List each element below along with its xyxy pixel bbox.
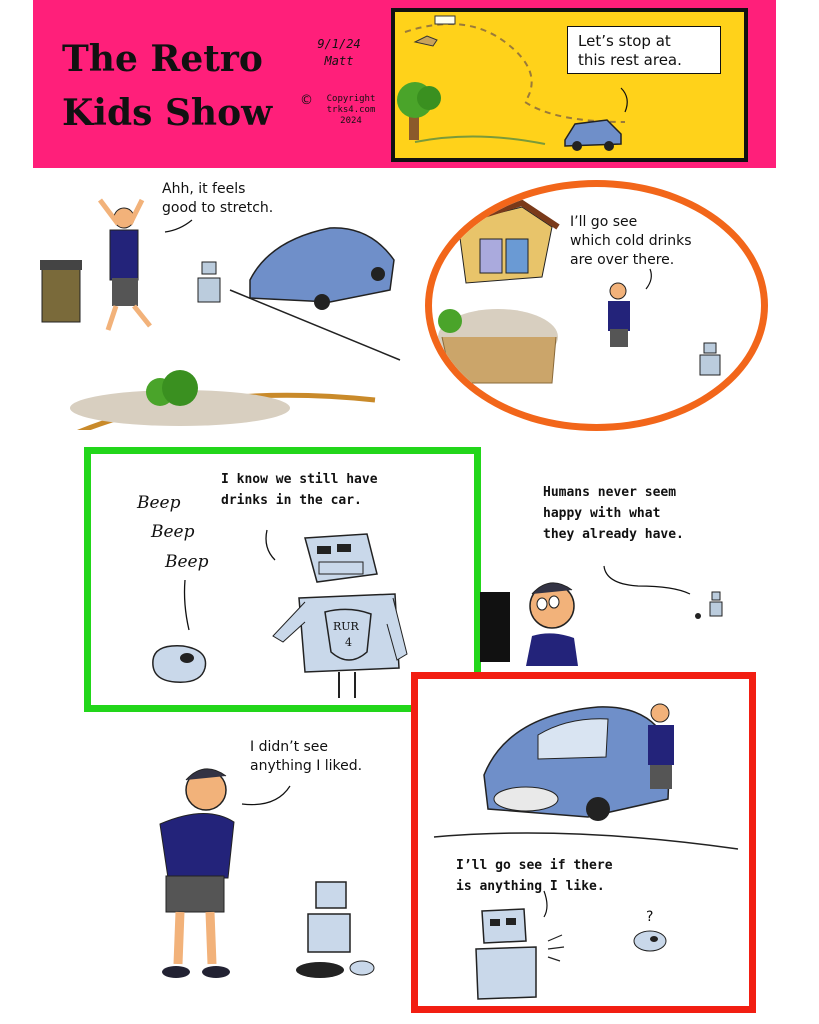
speech-line3: are over there. (570, 252, 675, 268)
speech-line1: I’ll go see if there (456, 858, 613, 873)
panel-7-speech: I’ll go see if there is anything I like. (456, 855, 696, 897)
panel-3-drawing (438, 199, 721, 384)
show-title: The Retro Kids Show (62, 32, 302, 140)
panel-6-drawing (159, 768, 375, 978)
speech-line1: I’ll go see (570, 214, 638, 230)
panel-1-rest-area: Let’s stop at this rest area. (391, 8, 748, 162)
thought-line3: they already have. (543, 527, 684, 542)
car-icon (249, 227, 395, 310)
speech-line1: Ahh, it feels (162, 181, 246, 197)
robot-vacuum-icon (633, 930, 667, 952)
speech-line2: is anything I like. (456, 879, 605, 894)
show-title-line2: Kids Show (62, 92, 273, 134)
robot-vacuum-icon (152, 645, 207, 683)
panel-2-speech: Ahh, it feels good to stretch. (162, 180, 322, 218)
caption-line2: this rest area. (578, 51, 682, 69)
copyright-symbol: © (300, 93, 313, 108)
beep-1: Beep (137, 493, 181, 513)
speech-line2: which cold drinks (570, 233, 692, 249)
thought-line1: Humans never seem (543, 485, 677, 500)
date: 9/1/24 (317, 37, 361, 51)
panel-2-drawing (40, 198, 401, 430)
panel-1-drawing (397, 15, 628, 151)
panel-1-caption: Let’s stop at this rest area. (567, 26, 721, 74)
copyright-line2: trks4.com (326, 105, 376, 115)
date-author: 9/1/24 Matt (304, 36, 374, 70)
speech-line1: I didn’t see (250, 739, 329, 755)
shield-text: RUR (333, 620, 359, 633)
beep-3: Beep (165, 552, 209, 572)
man-talking (608, 282, 630, 347)
robot-tiny (709, 591, 723, 617)
copyright-line3: 2024 (340, 116, 362, 126)
car-icon (564, 119, 622, 151)
panel-3-oval: I’ll go see which cold drinks are over t… (425, 180, 768, 431)
speech-line2: drinks in the car. (221, 493, 362, 508)
author: Matt (324, 54, 354, 68)
show-title-line1: The Retro (62, 38, 263, 80)
thought-line2: happy with what (543, 506, 661, 521)
man-thinking (526, 582, 578, 666)
panel-7-car: I’ll go see if there is anything I like.… (411, 672, 756, 1013)
panel-4-drawing (152, 529, 408, 698)
copyright-line1: Copyright (326, 94, 376, 104)
robot-large (475, 908, 537, 1000)
caption-line1: Let’s stop at (578, 32, 671, 50)
panel-5-drawing (480, 565, 723, 666)
speech-line2: anything I liked. (250, 758, 363, 774)
panel-5-thought: Humans never seem happy with what they a… (543, 482, 783, 545)
question-mark: ? (646, 909, 654, 925)
robot-vacuum-icon (349, 960, 375, 976)
panel-4-speech: I know we still have drinks in the car. (221, 469, 471, 511)
man-stretching (98, 198, 152, 331)
shield-number: 4 (345, 636, 352, 649)
beep-2: Beep (151, 522, 195, 542)
robot-small (296, 881, 351, 978)
robot-small (197, 261, 221, 303)
speech-line2: good to stretch. (162, 200, 274, 216)
man-standing (159, 768, 235, 978)
car-icon (483, 706, 671, 821)
copyright-notice: Copyright trks4.com 2024 (316, 94, 386, 127)
robot-small (699, 342, 721, 376)
panel-3-speech: I’ll go see which cold drinks are over t… (570, 213, 750, 270)
man-at-car (648, 703, 674, 789)
panel-6-speech: I didn’t see anything I liked. (250, 738, 410, 776)
panel-7-drawing (433, 703, 739, 1000)
panel-4-robot: I know we still have drinks in the car. … (84, 447, 481, 712)
robot-large (272, 533, 408, 698)
speech-line1: I know we still have (221, 472, 378, 487)
